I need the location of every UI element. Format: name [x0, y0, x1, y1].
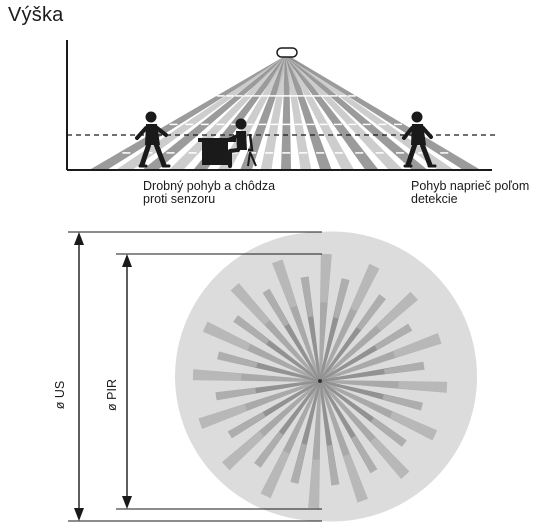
pir-ray-outer-segment — [215, 388, 256, 401]
us-diameter-label: ø US — [53, 380, 68, 410]
side-ray — [285, 56, 404, 170]
pir-arrow-down-icon — [122, 496, 132, 509]
pir-ray-outer-segment — [192, 369, 242, 381]
height-axis-label: Výška — [8, 4, 64, 26]
pir-ray-outer-segment — [217, 351, 258, 368]
side-ray — [285, 56, 481, 170]
side-ray — [285, 56, 312, 170]
side-ray — [280, 56, 292, 170]
pir-ray-outer-segment — [350, 263, 380, 312]
pir-ray-outer-segment — [300, 276, 313, 317]
pir-ray-outer-segment — [290, 443, 307, 484]
side-ray — [285, 56, 355, 170]
top-view — [68, 231, 478, 522]
pir-ray-outer-segment — [222, 431, 264, 471]
pir-ray-outer-segment — [308, 459, 320, 509]
pir-ray-outer-segment — [272, 259, 297, 308]
pir-ray-outer-segment — [382, 394, 423, 411]
caption-cross-motion-line2: detekcie — [411, 192, 458, 206]
pir-ray-outer-segment — [374, 323, 413, 350]
side-ray — [240, 56, 289, 170]
sensor-center-point — [318, 379, 322, 383]
pir-ray-outer-segment — [370, 417, 407, 447]
side-ray — [142, 56, 289, 170]
caption-small-motion: Drobný pohyb a chôdza proti senzoru — [143, 180, 275, 206]
caption-small-motion-line2: proti senzoru — [143, 192, 216, 206]
side-view — [66, 40, 497, 171]
side-ray — [260, 56, 289, 170]
pir-ray-outer-segment — [230, 283, 270, 325]
ceiling-sensor-icon — [276, 47, 298, 58]
pir-ray-outer-segment — [356, 294, 386, 331]
desk-worker-icon — [198, 118, 257, 168]
pir-ray-outer-segment — [343, 454, 368, 503]
pir-ray-outer-segment — [198, 404, 247, 429]
pir-ray-outer-segment — [333, 278, 350, 319]
pir-ray-outer-segment — [260, 450, 290, 499]
pir-ray-outer-segment — [376, 291, 418, 331]
crossing-person-icon — [402, 111, 437, 168]
pir-ray-outer-segment — [389, 411, 438, 441]
pir-diameter-label: ø PIR — [104, 379, 119, 411]
side-ray — [285, 56, 332, 170]
caption-cross-motion: Pohyb naprieč poľom detekcie — [411, 180, 529, 206]
side-ray — [285, 56, 379, 170]
pir-ray-outer-segment — [202, 321, 251, 351]
pir-arrow-up-icon — [122, 254, 132, 267]
pir-ray-outer-segment — [262, 288, 289, 327]
pir-ray-outer-segment — [320, 253, 332, 303]
caption-cross-motion-line1: Pohyb naprieč poľom — [411, 179, 530, 193]
pir-ray-outer-segment — [254, 431, 284, 468]
side-ray — [89, 56, 289, 170]
side-detection-rays — [89, 56, 481, 170]
pir-detection-rays — [192, 253, 448, 509]
side-ray — [285, 56, 428, 170]
pir-ray-outer-segment — [327, 445, 340, 486]
pir-ray-outer-segment — [384, 361, 425, 374]
us-arrow-down-icon — [74, 508, 84, 521]
us-arrow-up-icon — [74, 232, 84, 245]
pir-ray-outer-segment — [351, 435, 378, 474]
walking-person-icon — [135, 111, 171, 168]
caption-small-motion-line1: Drobný pohyb a chôdza — [143, 179, 276, 193]
pir-ray-outer-segment — [398, 381, 448, 393]
pir-ray-outer-segment — [370, 437, 410, 479]
pir-ray-outer-segment — [233, 315, 270, 345]
pir-ray-outer-segment — [393, 333, 442, 358]
pir-ray-outer-segment — [227, 412, 266, 439]
